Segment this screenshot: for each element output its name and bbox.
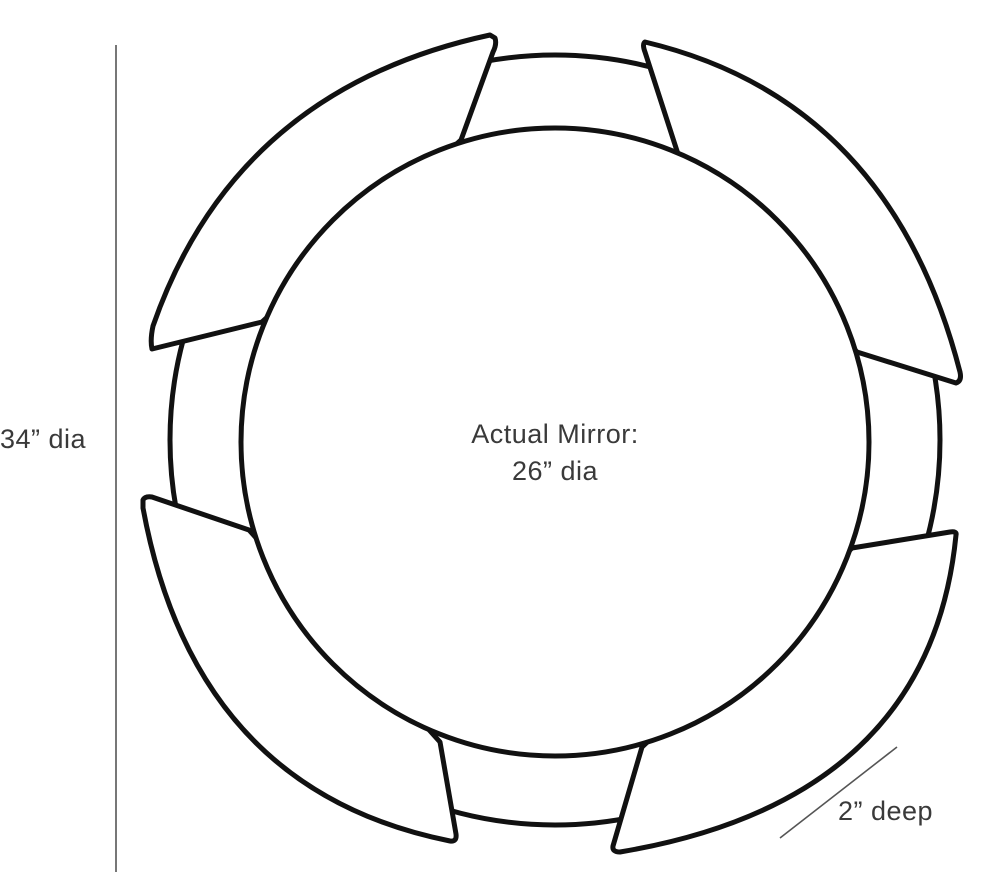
depth-dimension-line <box>779 746 898 839</box>
overall-diameter-label: 34” dia <box>0 424 87 454</box>
petal-segments <box>140 32 963 855</box>
outer-frame-ring <box>167 52 943 828</box>
depth-label: 2” deep <box>838 796 933 826</box>
mirror-label-line2: 26” dia <box>512 456 599 486</box>
petal-top-left <box>148 32 499 352</box>
petal-bottom-left <box>140 494 459 844</box>
mirror-label-line1: Actual Mirror: <box>471 419 639 449</box>
mirror-circle <box>238 125 872 759</box>
petal-bottom-right <box>610 529 959 855</box>
petal-top-right <box>641 39 963 386</box>
